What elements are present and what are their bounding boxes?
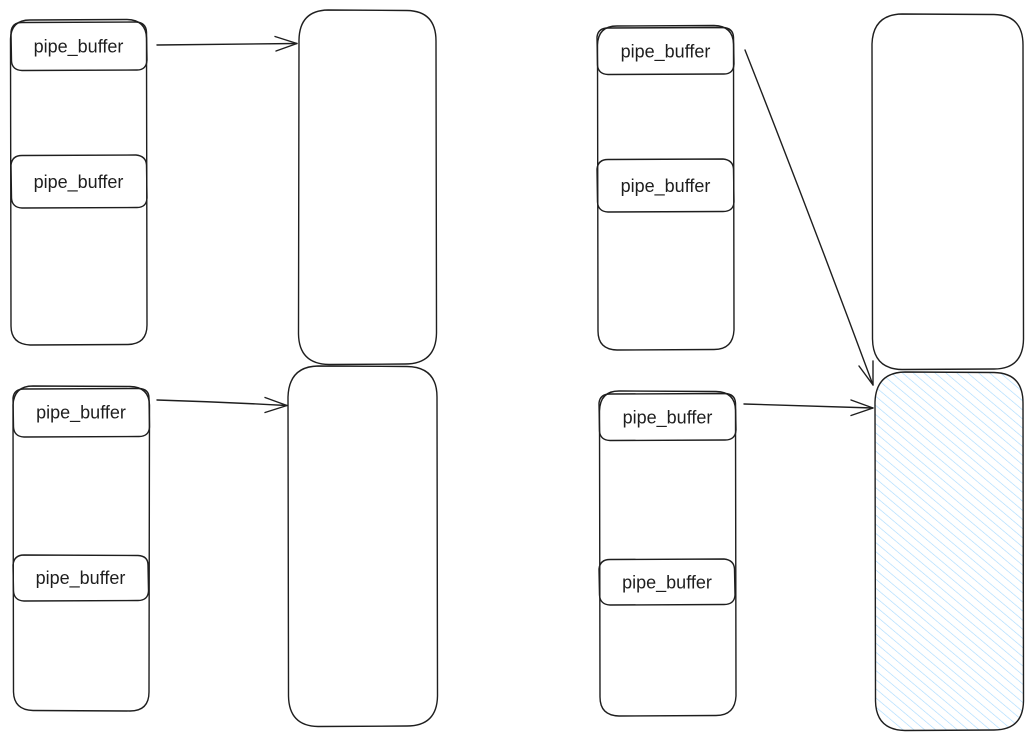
group-top-right: pipe_buffer pipe_buffer bbox=[596, 13, 1025, 386]
group-top-left: pipe_buffer pipe_buffer bbox=[9, 9, 438, 366]
page-box bbox=[287, 365, 439, 728]
pipe-buffer-box[interactable]: pipe_buffer bbox=[12, 387, 151, 438]
pipe-buffer-box[interactable]: pipe_buffer bbox=[10, 21, 148, 72]
arrow bbox=[156, 35, 298, 52]
pipe-buffer-label: pipe_buffer bbox=[621, 176, 711, 197]
pipe-buffer-label: pipe_buffer bbox=[36, 403, 126, 424]
pipe-array-container bbox=[596, 24, 735, 351]
pipe-buffer-box[interactable]: pipe_buffer bbox=[596, 26, 735, 76]
pipe-buffer-box[interactable]: pipe_buffer bbox=[596, 158, 735, 213]
page-box bbox=[297, 9, 438, 366]
group-bottom-right: pipe_buffer pipe_buffer bbox=[598, 371, 1025, 732]
pipe-buffer-label: pipe_buffer bbox=[621, 42, 711, 63]
pipe-buffer-box[interactable]: pipe_buffer bbox=[598, 392, 737, 442]
pipe-array-container bbox=[598, 390, 737, 717]
page-box bbox=[871, 13, 1025, 371]
pipe-buffer-label: pipe_buffer bbox=[34, 37, 124, 58]
pipe-buffer-label: pipe_buffer bbox=[34, 172, 124, 193]
arrow bbox=[156, 396, 288, 414]
pipe-buffer-box[interactable]: pipe_buffer bbox=[598, 558, 736, 606]
arrow bbox=[743, 399, 874, 417]
pipe-buffer-box[interactable]: pipe_buffer bbox=[10, 154, 148, 209]
pipe-buffer-box[interactable]: pipe_buffer bbox=[12, 554, 150, 602]
pipe-array-container bbox=[12, 385, 151, 712]
page-box-highlighted bbox=[874, 371, 1025, 732]
pipe-buffer-label: pipe_buffer bbox=[622, 573, 712, 594]
group-bottom-left: pipe_buffer pipe_buffer bbox=[12, 365, 439, 728]
arrow bbox=[744, 49, 874, 386]
pipe-buffer-label: pipe_buffer bbox=[36, 568, 126, 589]
pipe-buffer-label: pipe_buffer bbox=[623, 408, 713, 429]
